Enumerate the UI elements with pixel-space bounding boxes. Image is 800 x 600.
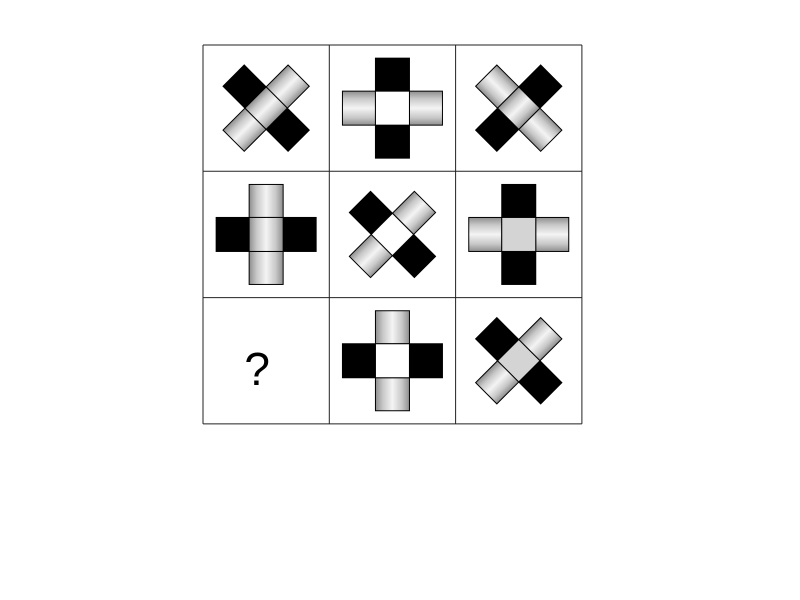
cell-r1-c2 — [341, 57, 443, 159]
cell-r2-c2 — [348, 190, 437, 279]
cell-r2-c1 — [215, 183, 317, 285]
grid-lines — [202, 44, 583, 425]
arm-bottom — [248, 250, 284, 285]
arm-top — [374, 57, 410, 92]
cross-center — [370, 212, 415, 257]
cross-center — [244, 86, 289, 131]
cross-center — [248, 216, 284, 252]
cross-center — [501, 216, 537, 252]
arm-left — [468, 216, 503, 252]
arm-right — [408, 90, 443, 126]
x-cross — [474, 64, 563, 152]
arm-bottom — [501, 250, 537, 285]
question-mark: ? — [244, 343, 270, 395]
arm-left — [215, 216, 250, 252]
arm-left — [341, 343, 376, 379]
arm-bottom — [374, 124, 410, 159]
arm-right — [408, 343, 443, 379]
arm-right — [282, 216, 317, 252]
x-cross — [222, 64, 310, 152]
arm-top — [501, 183, 537, 218]
cell-r3-c2 — [341, 310, 443, 412]
cell-r2-c3 — [468, 183, 570, 285]
cross-center — [374, 343, 410, 379]
arm-top — [248, 183, 284, 218]
cross-center — [496, 86, 541, 131]
cell-r1-c1 — [222, 64, 310, 152]
arm-right — [535, 216, 570, 252]
arm-top — [374, 310, 410, 345]
arm-bottom — [374, 377, 410, 412]
cross-center — [496, 338, 541, 383]
x-cross — [474, 316, 563, 405]
x-cross — [348, 190, 437, 279]
cells-layer: ? — [215, 57, 570, 412]
cross-center — [374, 90, 410, 126]
cell-r3-c1[interactable]: ? — [244, 343, 270, 395]
cell-r1-c3 — [474, 64, 563, 152]
cell-r3-c3 — [474, 316, 563, 405]
arm-left — [341, 90, 376, 126]
